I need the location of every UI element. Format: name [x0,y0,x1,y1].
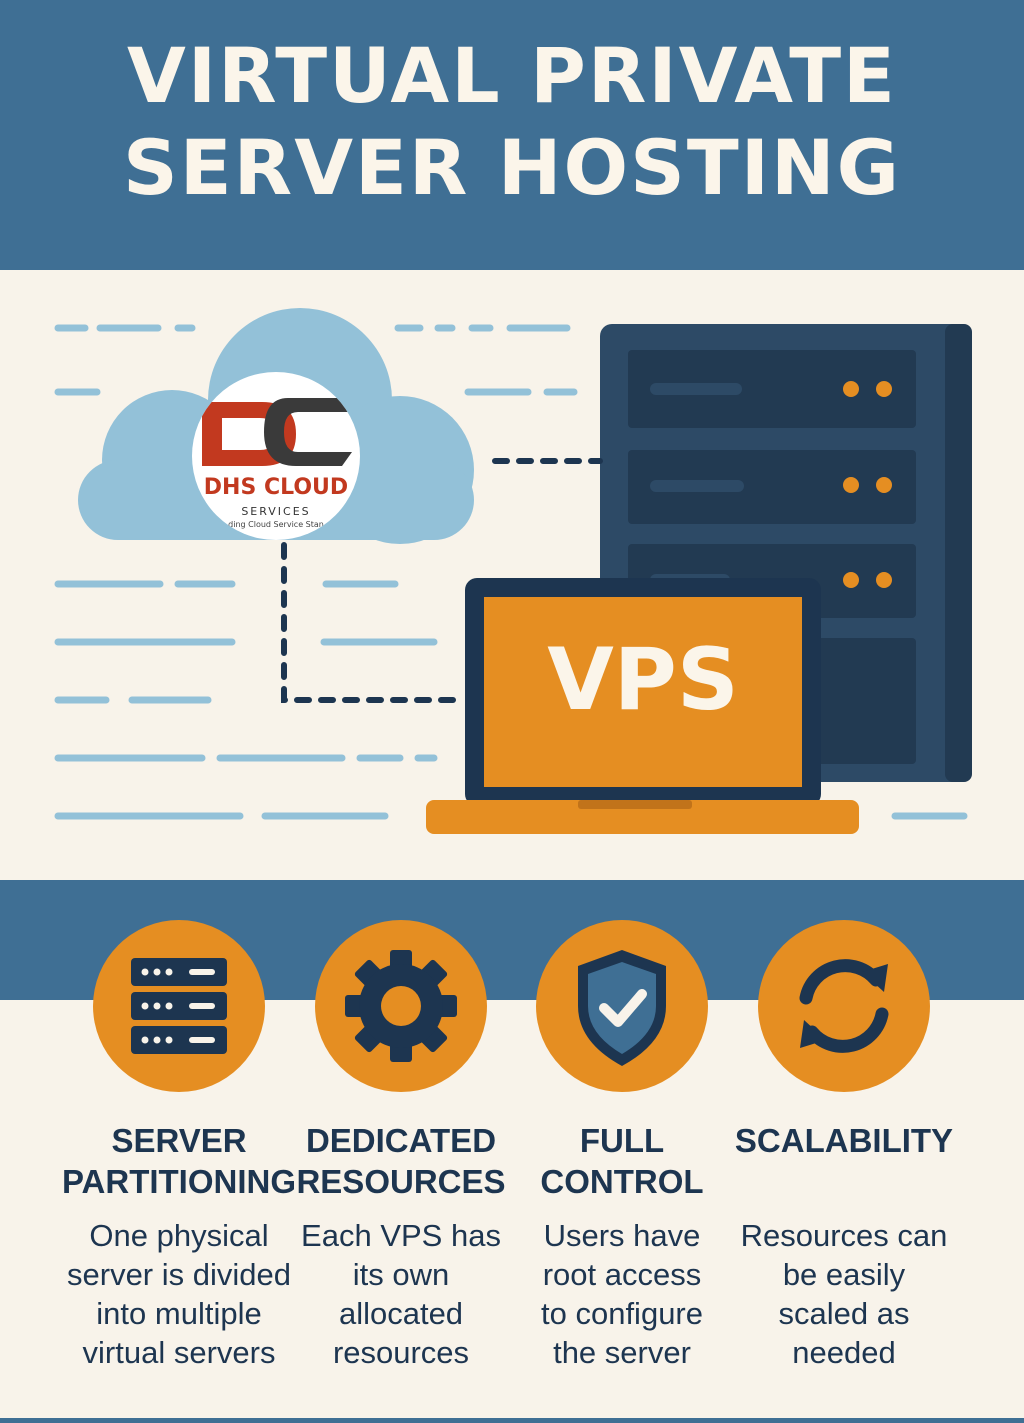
company-logo: DHS CLOUD SERVICES ding Cloud Service St… [192,372,360,540]
feature-icon-circle [93,920,265,1092]
feature-text-line: Each VPS has [301,1218,501,1253]
feature-text-line: be easily [782,1257,906,1292]
feature-title-line: PARTITIONING [61,1163,297,1200]
title-line-1: VIRTUAL PRIVATE [127,31,897,120]
feature-text-line: the server [553,1335,691,1370]
feature-title-line: DEDICATED [305,1122,497,1159]
feature-text-line: One physical [89,1218,269,1253]
features-row: SERVER PARTITIONING One physical server … [0,920,1024,1400]
feature-title-line: FULL [579,1122,665,1159]
feature-text-line: needed [792,1335,896,1370]
feature-text-line: Resources can [740,1218,948,1253]
feature-description: Each VPS has its own allocated resources [276,1216,526,1372]
feature-title: SCALABILITY [719,1120,969,1202]
feature-icon-circle [758,920,930,1092]
title-line-2: SERVER HOSTING [123,123,901,212]
feature-text-line: virtual servers [82,1335,276,1370]
feature-text-line: into multiple [96,1296,262,1331]
page-title: VIRTUAL PRIVATE SERVER HOSTING [0,30,1024,214]
laptop [426,578,859,834]
feature-title: SERVER PARTITIONING [54,1120,304,1202]
gear-icon [345,950,457,1062]
feature-text-line: scaled as [778,1296,910,1331]
dc-monogram [202,398,352,466]
feature-title-line: SERVER [111,1122,247,1159]
shield-check-icon [578,950,666,1066]
server-rack-icon [131,958,227,1054]
feature-title-line [719,1161,969,1202]
feature-text-line: Users have [543,1218,701,1253]
feature-text-line: resources [332,1335,470,1370]
refresh-arrows-icon [799,959,889,1053]
feature-icon-circle [315,920,487,1092]
feature-icon-circle [536,920,708,1092]
feature-text-line: root access [542,1257,702,1292]
feature-text-line: server is divided [67,1257,291,1292]
laptop-screen-text: VPS [547,630,739,730]
bottom-rule [0,1418,1024,1423]
feature-description: Resources can be easily scaled as needed [719,1216,969,1372]
feature-text-line: to configure [541,1296,703,1331]
feature-dedicated-resources: DEDICATED RESOURCES Each VPS has its own… [276,920,526,1372]
feature-title-line: CONTROL [540,1163,704,1200]
feature-scalability: SCALABILITY Resources can be easily scal… [719,920,969,1372]
hero-graphic [54,308,972,834]
feature-description: Users have root access to configure the … [497,1216,747,1372]
logo-tagline: ding Cloud Service Stan [228,520,324,529]
logo-subtitle: SERVICES [241,505,311,518]
feature-text-line: its own [352,1257,450,1292]
feature-title-line: SCALABILITY [734,1122,954,1159]
feature-title: DEDICATED RESOURCES [276,1120,526,1202]
feature-full-control: FULL CONTROL Users have root access to c… [497,920,747,1372]
feature-text-line: allocated [338,1296,464,1331]
decorative-lines [54,324,968,820]
feature-title-line: RESOURCES [296,1163,506,1200]
feature-title: FULL CONTROL [497,1120,747,1202]
hero-illustration [0,270,1024,880]
feature-description: One physical server is divided into mult… [54,1216,304,1372]
feature-server-partitioning: SERVER PARTITIONING One physical server … [54,920,304,1372]
title-banner [0,0,1024,270]
dashed-connectors [281,458,603,703]
logo-name: DHS CLOUD [203,475,349,500]
